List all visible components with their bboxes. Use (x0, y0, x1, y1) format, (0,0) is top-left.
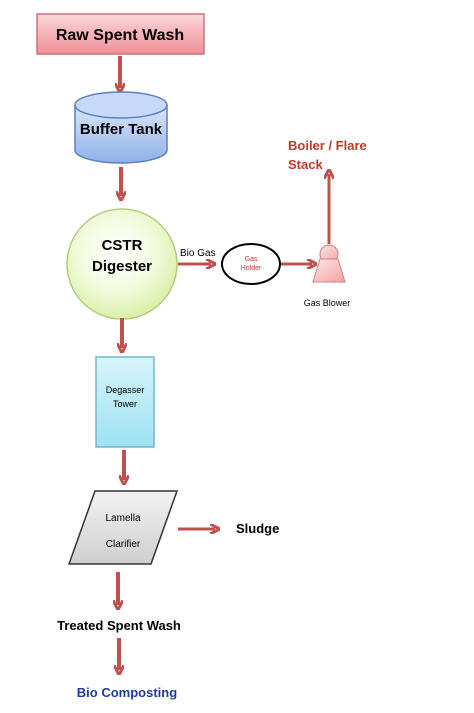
raw-spent-wash-label: Raw Spent Wash (56, 27, 184, 44)
buffer-tank-body (74, 105, 168, 164)
lamella-clarifier-shape (67, 490, 179, 565)
degasser-label-line2: Tower (113, 399, 137, 409)
gas-blower: Gas Blower (304, 244, 351, 308)
buffer-tank-label: Buffer Tank (80, 121, 163, 138)
bio-composting-label: Bio Composting (77, 685, 177, 700)
degasser-tower-shape (95, 356, 155, 448)
gas-blower-label: Gas Blower (304, 298, 351, 308)
gas-holder-label-line2: Holder (241, 265, 262, 272)
cstr-label-line1: CSTR (102, 237, 143, 254)
gas-holder-shape (221, 243, 281, 285)
degasser-tower: Degasser Tower (95, 356, 155, 448)
degasser-label-line1: Degasser (106, 385, 145, 395)
gas-holder-label-line1: Gas (245, 256, 258, 263)
buffer-tank-top (74, 91, 168, 119)
buffer-tank: Buffer Tank (74, 91, 168, 164)
boiler-label-line2: Stack (288, 157, 323, 172)
bio-gas-label: Bio Gas (180, 248, 216, 259)
raw-spent-wash-box: Raw Spent Wash (36, 13, 205, 55)
raw-spent-wash-shape (36, 13, 205, 55)
treated-spent-wash-label: Treated Spent Wash (57, 618, 181, 633)
gas-holder: Gas Holder (221, 243, 281, 285)
boiler-label-line1: Boiler / Flare (288, 138, 367, 153)
cstr-digester: CSTR Digester (66, 208, 178, 320)
lamella-clarifier: Lamella Clarifier (67, 490, 179, 565)
sludge-label: Sludge (236, 521, 279, 536)
cstr-label-line2: Digester (92, 258, 152, 275)
gas-blower-body (312, 258, 346, 283)
lamella-label-line1: Lamella (105, 513, 140, 524)
lamella-label-line2: Clarifier (106, 539, 141, 550)
